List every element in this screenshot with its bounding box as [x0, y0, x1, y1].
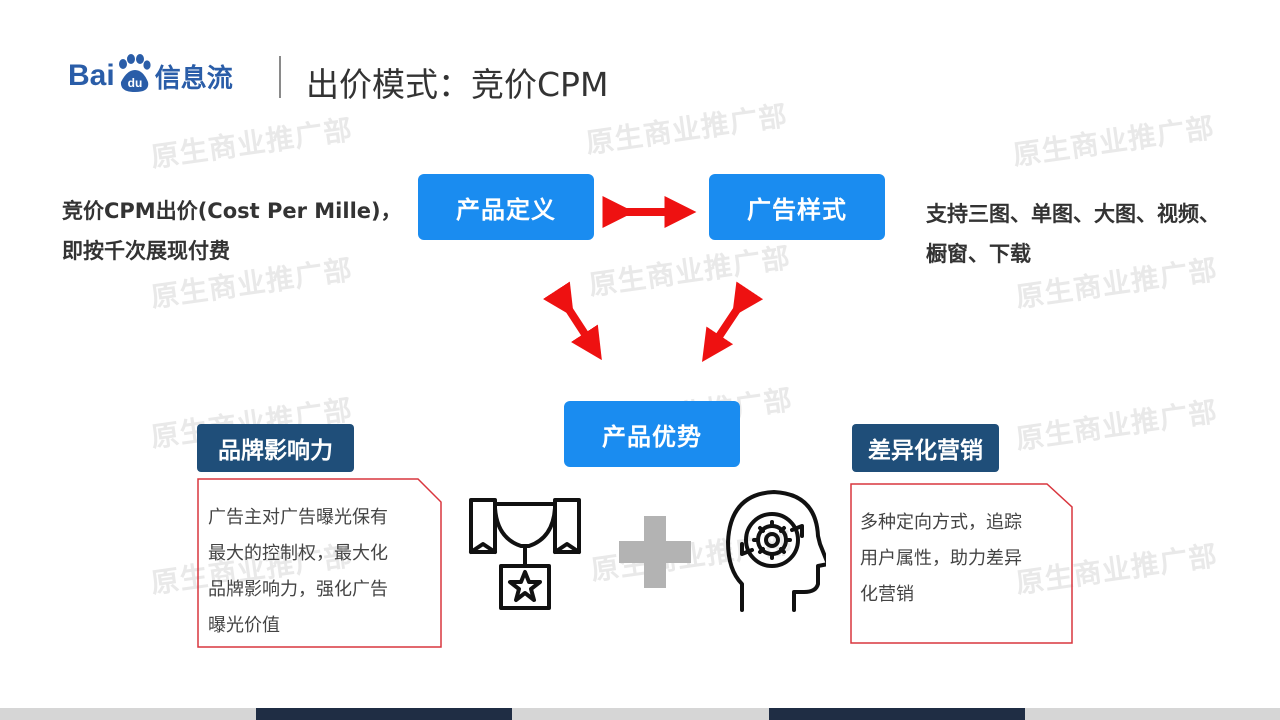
plus-icon	[619, 516, 691, 588]
head-gear-icon	[726, 490, 826, 612]
trophy-icon	[469, 498, 581, 610]
logo-text-bai: Bai	[68, 59, 115, 92]
marketing-card-line: 用户属性，助力差异	[860, 548, 1022, 569]
cpm-description: 竞价CPM出价(Cost Per Mille)， 即按千次展现付费	[62, 191, 402, 271]
logo-text-du: du	[127, 76, 142, 90]
brand-card-line: 曝光价值	[208, 615, 280, 636]
node-product-definition: 产品定义	[418, 174, 594, 240]
header-divider	[279, 56, 281, 98]
footer-bar-segment	[512, 708, 769, 720]
brand-card-border	[197, 478, 442, 648]
marketing-card-line: 多种定向方式，追踪	[860, 512, 1022, 533]
node-product-advantage: 产品优势	[564, 401, 740, 467]
cpm-description-line2: 即按千次展现付费	[62, 239, 230, 263]
page-title: 出价模式：竞价CPM	[306, 65, 609, 104]
baidu-feed-logo: Bai du 信息流	[68, 48, 233, 104]
arrow-definition-advantage	[542, 281, 602, 361]
brand-card-line: 广告主对广告曝光保有	[208, 507, 388, 528]
cpm-description-line1: 竞价CPM出价(Cost Per Mille)，	[62, 199, 402, 223]
baidu-paw-icon: du	[117, 54, 151, 98]
footer-bar-segment	[769, 708, 1025, 720]
brand-influence-tag: 品牌影响力	[197, 424, 354, 472]
differentiated-marketing-tag: 差异化营销	[852, 424, 999, 472]
ad-style-description: 支持三图、单图、大图、视频、 橱窗、下载	[926, 194, 1220, 274]
ad-style-description-line2: 橱窗、下载	[926, 242, 1031, 266]
footer-bar-segment	[0, 708, 256, 720]
marketing-card-line: 化营销	[860, 584, 914, 605]
marketing-card-border	[850, 483, 1073, 644]
node-ad-style: 广告样式	[709, 174, 885, 240]
brand-card-line: 最大的控制权，最大化	[208, 543, 388, 564]
brand-card-text: 广告主对广告曝光保有 最大的控制权，最大化 品牌影响力，强化广告 曝光价值	[208, 500, 388, 644]
logo-text-feed: 信息流	[154, 63, 233, 94]
arrow-style-advantage	[702, 281, 764, 362]
footer-bar-segment	[256, 708, 512, 720]
footer-bar-segment	[1025, 708, 1280, 720]
brand-card-line: 品牌影响力，强化广告	[208, 579, 388, 600]
marketing-card-text: 多种定向方式，追踪 用户属性，助力差异 化营销	[860, 505, 1022, 613]
ad-style-description-line1: 支持三图、单图、大图、视频、	[926, 202, 1220, 226]
